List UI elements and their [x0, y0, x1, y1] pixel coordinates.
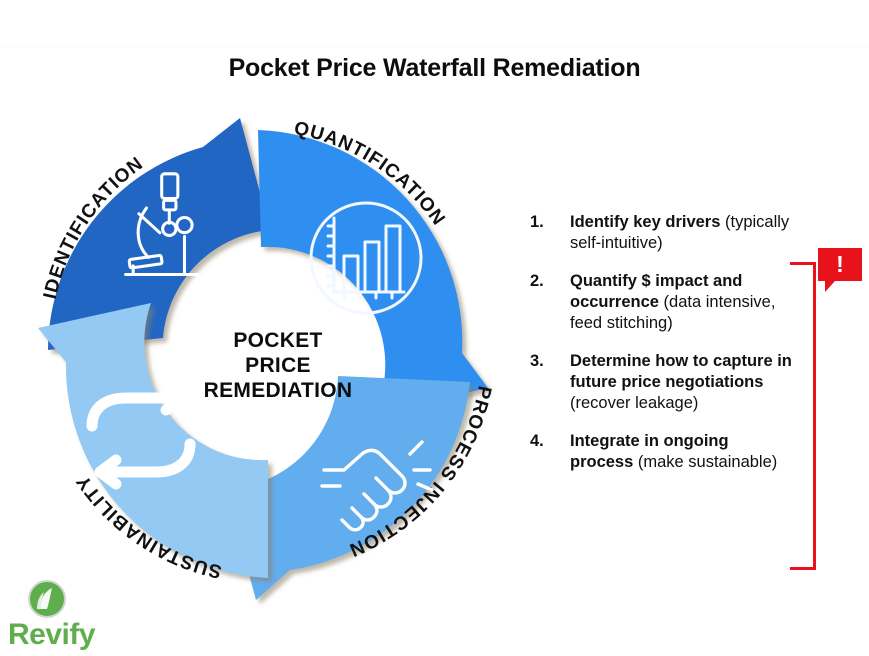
list-item: 1. Identify key drivers (typically self-… [530, 212, 795, 254]
cycle-center-label: POCKET PRICE REMEDIATION [173, 328, 383, 403]
step-text: Quantify $ impact and occurrence (data i… [570, 271, 795, 334]
list-item: 3. Determine how to capture in future pr… [530, 351, 795, 414]
quadrant-process-injection [226, 376, 470, 600]
step-subtext: (recover leakage) [570, 394, 699, 412]
step-subtext: (typically self-intuitive) [570, 213, 790, 252]
handshake-icon [320, 440, 434, 532]
list-item: 2. Quantify $ impact and occurrence (dat… [530, 271, 795, 334]
step-number: 2. [530, 272, 544, 290]
step-subtext: (make sustainable) [637, 453, 778, 471]
leaf-mark-icon [28, 580, 66, 618]
bar-chart-icon [309, 201, 423, 315]
exclamation-icon: ! [836, 251, 844, 277]
microscope-icon [124, 172, 200, 277]
page-title: Pocket Price Waterfall Remediation [228, 54, 641, 82]
top-divider [0, 47, 869, 48]
step-text: Integrate in ongoing process (make susta… [570, 431, 795, 473]
steps-list: 1. Identify key drivers (typically self-… [530, 212, 795, 490]
step-number: 4. [530, 432, 544, 450]
callout-bubble [818, 248, 862, 281]
step-number: 3. [530, 352, 544, 370]
center-line-2: PRICE [245, 354, 311, 377]
quadrant-identification [48, 118, 270, 350]
logo-wordmark: Revify [8, 618, 96, 651]
step-heading: Identify key drivers [570, 213, 725, 231]
step-heading: Quantify $ impact and occurrence [570, 272, 743, 311]
emphasis-bracket [790, 262, 816, 570]
recycle-loop-icon [86, 380, 196, 490]
step-heading: Determine how to capture in future price… [570, 352, 792, 391]
list-item: 4. Integrate in ongoing process (make su… [530, 431, 795, 473]
step-text: Identify key drivers (typically self-int… [570, 212, 795, 254]
revify-logo: Revify [8, 580, 128, 652]
step-heading: Integrate in ongoing process [570, 432, 729, 471]
center-line-1: POCKET [233, 329, 323, 352]
step-number: 1. [530, 213, 544, 231]
quadrant-quantification [258, 130, 488, 413]
step-text: Determine how to capture in future price… [570, 351, 795, 414]
callout-tail [825, 281, 835, 292]
center-line-3: REMEDIATION [203, 379, 353, 402]
cycle-diagram: IDENTIFICATION QUANTIFICATION PROCESS IN… [18, 100, 528, 620]
step-subtext: (data intensive, feed stitching) [570, 293, 776, 332]
quadrant-sustainability [38, 303, 268, 578]
alert-callout: ! [818, 248, 862, 292]
